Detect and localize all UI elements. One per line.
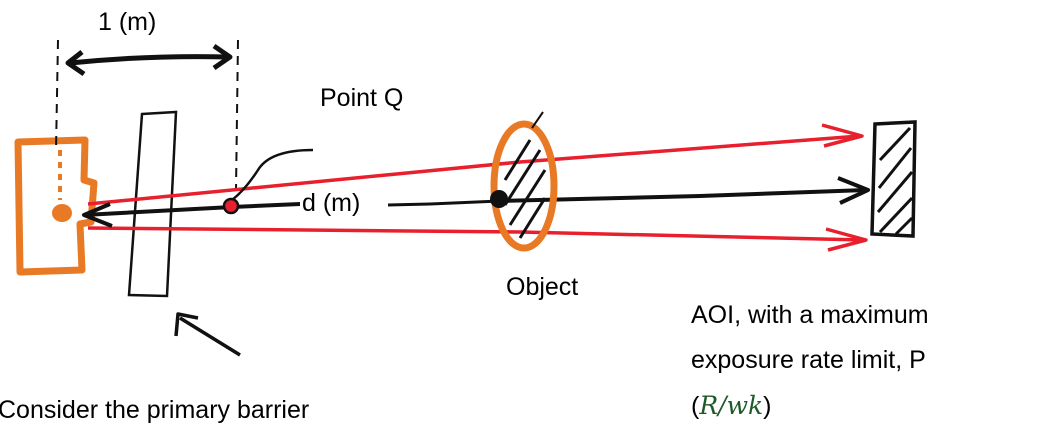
- x-ray-source: [14, 136, 98, 276]
- point-q-label: Point Q: [320, 84, 404, 112]
- reference-line-point-q: [235, 39, 239, 191]
- reference-line-source: [55, 39, 59, 151]
- point-q-marker: [222, 148, 314, 215]
- aoi-unit-math: R/wk: [699, 391, 764, 420]
- beam-lines: [87, 123, 868, 252]
- aoi-wall: [870, 120, 917, 238]
- object-center-point: [490, 190, 508, 208]
- aoi-unit-close: ): [763, 392, 772, 420]
- aoi-unit-open: (: [691, 392, 700, 420]
- aoi-label-line2: exposure rate limit, P: [691, 346, 926, 374]
- aoi-unit-label: (R/wk): [691, 393, 771, 419]
- primary-barrier: [127, 110, 178, 298]
- barrier-note-label: Consider the primary barrier: [0, 396, 310, 424]
- object: [490, 111, 558, 252]
- source-focal-spot: [52, 204, 72, 222]
- aoi-label-line1: AOI, with a maximum: [691, 301, 929, 329]
- distance-one-arrow: [65, 43, 233, 77]
- barrier-pointer-arrow: [174, 312, 241, 357]
- object-label: Object: [506, 273, 579, 301]
- distance-d-label: d (m): [300, 189, 363, 217]
- distance-one-label: 1 (m): [98, 8, 157, 36]
- central-ray: [82, 176, 870, 228]
